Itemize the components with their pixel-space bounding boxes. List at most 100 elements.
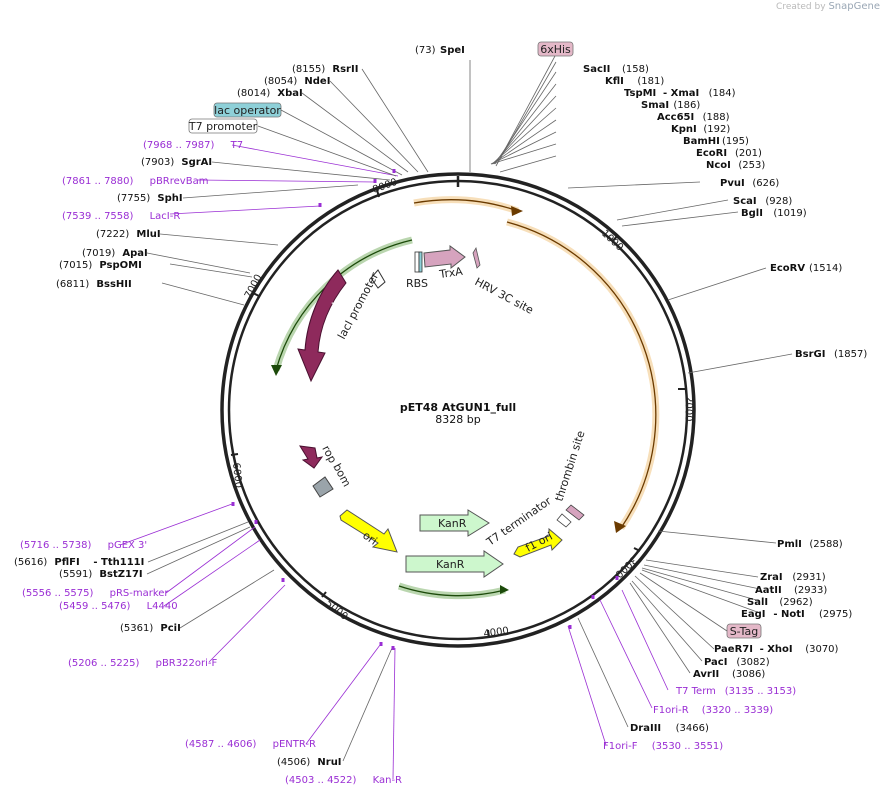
primer-name: pGEX 3' bbox=[108, 540, 148, 551]
site-position: (2962) bbox=[779, 597, 812, 608]
site-position: (3466) bbox=[676, 723, 709, 734]
leader-line bbox=[577, 617, 629, 728]
leader-line bbox=[687, 353, 793, 374]
site-name: NdeI bbox=[304, 76, 330, 87]
site-position: (192) bbox=[703, 124, 730, 135]
tick-mark bbox=[633, 547, 641, 552]
primer-name: pENTR-R bbox=[273, 739, 316, 750]
primer-name: pBR322ori-F bbox=[156, 658, 218, 669]
site-name: SpeI bbox=[440, 45, 465, 56]
thrombin-label: thrombin site bbox=[552, 429, 587, 503]
tick-mark bbox=[376, 189, 380, 198]
site-name: RsrII bbox=[332, 64, 358, 75]
orange-arc-right bbox=[506, 221, 657, 529]
primer-site-marker bbox=[318, 203, 322, 207]
site-position: (3135 .. 3153) bbox=[725, 686, 797, 697]
site-position: (626) bbox=[752, 178, 779, 189]
orange-arc-top bbox=[413, 199, 519, 212]
site-name: PaeR7I bbox=[714, 644, 753, 655]
primer-name: L4440 bbox=[147, 601, 178, 612]
site-name: KpnI bbox=[671, 124, 697, 135]
site-position: (73) bbox=[415, 45, 436, 56]
site-name: Acc65I bbox=[657, 112, 694, 123]
site-position: (1019) bbox=[773, 208, 806, 219]
primer-name: pBRrevBam bbox=[150, 176, 209, 187]
leader-line bbox=[211, 161, 391, 181]
green-arc-bottom-head bbox=[500, 585, 509, 594]
site-position: (8155) bbox=[292, 64, 325, 75]
primer-site-marker bbox=[591, 595, 595, 599]
kanr-label-2: KanR bbox=[436, 558, 465, 571]
leader-line bbox=[392, 647, 396, 780]
site-name: ScaI bbox=[733, 196, 757, 207]
primer-site-marker bbox=[615, 576, 619, 580]
leader-line bbox=[667, 267, 767, 301]
site-position: (7968 .. 7987) bbox=[143, 140, 215, 151]
leader-line bbox=[657, 530, 777, 544]
plasmid-name: pET48 AtGUN1_full bbox=[400, 401, 516, 414]
tick-label: 5000 bbox=[323, 598, 350, 623]
trxa-arrow bbox=[423, 245, 466, 270]
site-name: XbaI bbox=[277, 88, 302, 99]
leader-line bbox=[641, 567, 761, 602]
site-position: (158) bbox=[622, 64, 649, 75]
rbs-marker bbox=[414, 251, 420, 273]
laci-promoter-marker bbox=[370, 269, 386, 289]
site-name: BamHI bbox=[683, 136, 720, 147]
site-name-alt: - Tth111I bbox=[93, 557, 144, 568]
leader-line bbox=[182, 184, 359, 199]
site-position: (184) bbox=[709, 88, 736, 99]
primer-name: F1ori-R bbox=[653, 705, 689, 716]
green-arc-left bbox=[275, 239, 413, 371]
site-name: SphI bbox=[157, 193, 182, 204]
primer-name: F1ori-F bbox=[603, 741, 638, 752]
site-position: (8014) bbox=[237, 88, 270, 99]
leader-line bbox=[641, 569, 761, 614]
site-name: ZraI bbox=[760, 572, 783, 583]
site-position: (5556 .. 5575) bbox=[22, 588, 94, 599]
tick-label: 7000 bbox=[243, 273, 265, 301]
leader-line bbox=[329, 80, 419, 173]
site-name: PspOMI bbox=[99, 260, 141, 271]
leader-line bbox=[499, 155, 557, 173]
site-position: (7019) bbox=[82, 248, 115, 259]
site-position: (181) bbox=[637, 76, 664, 87]
6xhis-label: 6xHis bbox=[540, 43, 571, 56]
leader-line bbox=[163, 539, 261, 607]
t7-terminator-marker bbox=[556, 513, 572, 528]
site-name: PacI bbox=[704, 657, 727, 668]
site-position: (5361) bbox=[120, 623, 153, 634]
site-name: BstZ17I bbox=[99, 569, 142, 580]
site-position: (5459 .. 5476) bbox=[59, 601, 131, 612]
site-name: SalI bbox=[747, 597, 768, 608]
t7-promoter-label: T7 promoter bbox=[188, 120, 258, 133]
leader-line bbox=[361, 68, 429, 173]
site-position: (6811) bbox=[56, 279, 89, 290]
site-name: PmlI bbox=[777, 539, 802, 550]
leader-line bbox=[616, 199, 729, 221]
site-position: (7222) bbox=[96, 229, 129, 240]
ori-arrow bbox=[339, 509, 398, 553]
site-position: (186) bbox=[673, 100, 700, 111]
leader-line bbox=[146, 526, 251, 575]
site-position: (7539 .. 7558) bbox=[62, 211, 134, 222]
site-position: (1514) bbox=[809, 263, 842, 274]
leader-line bbox=[169, 263, 253, 278]
bom-label: bom bbox=[330, 461, 353, 489]
primer-site-marker bbox=[379, 642, 383, 646]
site-position: (2588) bbox=[809, 539, 842, 550]
site-position: (2931) bbox=[792, 572, 825, 583]
site-name: AatII bbox=[755, 585, 782, 596]
leader-line bbox=[147, 521, 249, 563]
site-position: (2975) bbox=[819, 609, 852, 620]
site-name-alt: - XhoI bbox=[760, 644, 793, 655]
leader-line bbox=[621, 211, 739, 227]
leader-line bbox=[119, 503, 233, 546]
hrv-marker bbox=[472, 246, 481, 269]
tick-mark bbox=[611, 235, 618, 243]
leader-line bbox=[231, 144, 399, 177]
leader-line bbox=[599, 599, 653, 709]
site-position: (3320 .. 3339) bbox=[702, 705, 774, 716]
